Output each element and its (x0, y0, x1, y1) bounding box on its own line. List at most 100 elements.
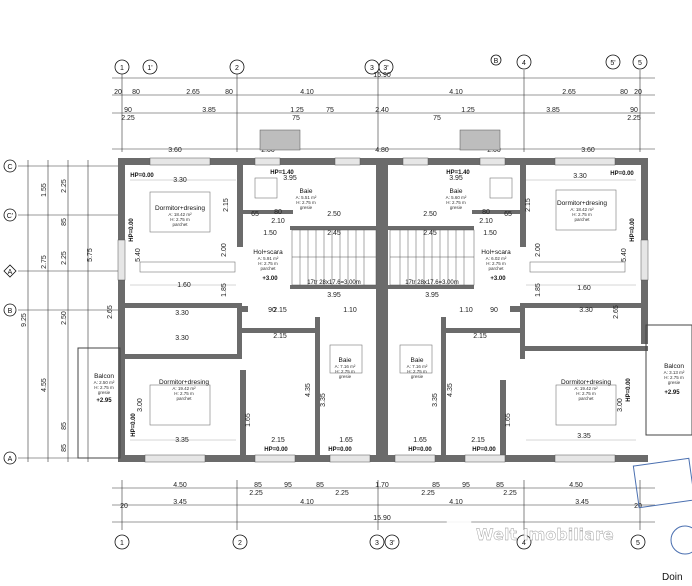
stairs-right (389, 229, 475, 286)
room-height: H: 2.75 m (407, 369, 427, 374)
dim-top-r2-11: 90 (630, 107, 638, 114)
dim-top-r1-3: 80 (225, 89, 233, 96)
dim-top-r2-7: 75 (433, 115, 441, 122)
dim-top-r2-1: 2.25 (121, 115, 135, 122)
axis-label-left-5: A (8, 456, 13, 463)
dim-int-40: 3.00 (137, 398, 144, 412)
room-dormitor-bottom-left: Dormitor+dresing A: 19.42 m² H: 2.75 m p… (159, 379, 209, 401)
axis-marker-top-5 (378, 59, 394, 75)
axis-marker-top-6 (490, 54, 502, 66)
axis-label-top-3: 2 (235, 65, 239, 72)
axis-label-top-5: 3' (383, 65, 388, 72)
dim-bottom-r1-8: 4.50 (569, 482, 583, 489)
room-height: H: 2.75 m (446, 200, 466, 205)
dim-int-3: 3.30 (573, 173, 587, 180)
room-height: H: 2.75 m (296, 200, 316, 205)
dim-int-38: 1.10 (343, 307, 357, 314)
dim-int-28: 3.95 (327, 292, 341, 299)
dim-int-36: 90 (268, 307, 276, 314)
dim-int-45: 3.35 (432, 393, 439, 407)
dim-top-r1-1: 80 (132, 89, 140, 96)
axis-marker-top-2 (142, 59, 158, 75)
dim-int-10: 2.45 (423, 230, 437, 237)
dim-int-39: 1.10 (459, 307, 473, 314)
stairs-left (291, 229, 377, 286)
dim-int-41: 3.00 (617, 398, 624, 412)
dim-top-r3-0: 3.60 (168, 147, 182, 154)
dim-left-mid-3: 4.55 (41, 378, 48, 392)
dim-int-2: 3.95 (449, 175, 463, 182)
dim-top-r2-5: 75 (292, 115, 300, 122)
dim-int-12: 1.60 (177, 282, 191, 289)
dim-top-r1-4: 4.10 (300, 89, 314, 96)
level-hp-bath-right: HP=1.40 (446, 170, 470, 176)
dim-int-13: 1.60 (577, 285, 591, 292)
top-axis-labels: 1 1' 2 3 3' B 4 5' 5 (120, 58, 642, 72)
dim-top-r1-0: 20 (114, 89, 122, 96)
room-area: A: 18.42 m² (570, 207, 594, 212)
dim-int-15: 3.30 (175, 335, 189, 342)
dim-bottom-r3-1: 4.10 (300, 499, 314, 506)
room-floor: parchet (578, 396, 594, 401)
dim-bottom-r3-0: 3.45 (173, 499, 187, 506)
dim-top-total: 15.90 (373, 72, 391, 79)
axis-label-top-4: 3 (370, 65, 374, 72)
axis-label-top-1: 1 (120, 65, 124, 72)
axis-marker-top-7 (516, 54, 532, 70)
dim-bottom-edge-1: 20 (634, 503, 642, 510)
top-dimensions: 15.90 20 80 2.65 80 4.10 4.10 2.65 80 20… (114, 72, 642, 154)
dim-int-27: 1.65 (505, 413, 512, 427)
room-name: Baie (449, 188, 462, 195)
room-height: H: 2.75 m (335, 369, 355, 374)
room-baie-bottom-right: Baie A: 7.16 m² H: 2.75 m gresie (407, 357, 428, 379)
axis-marker-left-1 (3, 159, 17, 173)
dim-int-34: 80 (482, 209, 490, 216)
dim-int-17: 2.15 (273, 333, 287, 340)
stair-note-right: 17tr 28x17.6=3.00m (405, 280, 459, 286)
axis-marker-top-1 (114, 59, 130, 75)
dim-int-26: 1.65 (245, 413, 252, 427)
axis-marker-bottom-4 (384, 534, 400, 550)
dim-left-inner-5: 85 (61, 444, 68, 452)
dim-top-r1-2: 2.65 (186, 89, 200, 96)
dim-int-22: 2.15 (271, 437, 285, 444)
dim-int-29: 3.95 (425, 292, 439, 299)
room-floor: gresie (339, 374, 352, 379)
stair-note-left: 17tr 28x17.6=3.00m (307, 280, 361, 286)
room-height: H: 2.75 m (576, 391, 596, 396)
room-name: Balcon (664, 363, 684, 370)
room-name: Dormitor+dresing (557, 200, 607, 207)
dim-top-r2-3: 1.25 (290, 107, 304, 114)
axis-label-bottom-2: 2 (238, 540, 242, 547)
axis-label-left-3: A (8, 269, 13, 276)
axis-label-left-2: C' (7, 213, 13, 220)
room-floor: gresie (411, 374, 424, 379)
axis-label-top-7: 4 (522, 60, 526, 67)
room-name: Baie (299, 188, 312, 195)
room-area: A: 3.13 m² (664, 370, 685, 375)
room-floor: parchet (488, 266, 504, 271)
dim-top-r2-9: 3.85 (546, 107, 560, 114)
dim-bottom-r1-5: 85 (432, 482, 440, 489)
dim-int-52: 2.00 (221, 243, 228, 257)
room-floor: gresie (98, 390, 111, 395)
axis-marker-left-2 (3, 208, 17, 222)
dim-bottom-r1-6: 95 (462, 482, 470, 489)
dim-left-total: 9.25 (21, 313, 28, 327)
room-area: A: 18.42 m² (168, 212, 192, 217)
room-floor: parchet (172, 222, 188, 227)
dim-int-53: 2.00 (535, 243, 542, 257)
room-area: A: 5.91 m² (258, 256, 279, 261)
axis-label-left-4: B (8, 308, 13, 315)
dim-int-35: 65 (504, 211, 512, 218)
dim-int-4: 2.15 (223, 198, 230, 212)
dim-int-44: 3.35 (320, 393, 327, 407)
dim-top-r2-4: 75 (326, 107, 334, 114)
dim-int-16: 3.30 (579, 307, 593, 314)
dim-int-42: 4.35 (305, 383, 312, 397)
dim-int-48: 1.85 (221, 283, 228, 297)
dim-int-50: 5.40 (135, 248, 142, 262)
bottom-dimensions: 4.50 85 95 85 1.70 85 95 85 4.50 2.25 2.… (120, 482, 642, 522)
level-hp-bottom-1: HP=0.00 (264, 447, 288, 453)
room-area: A: 2.50 m² (94, 380, 115, 385)
